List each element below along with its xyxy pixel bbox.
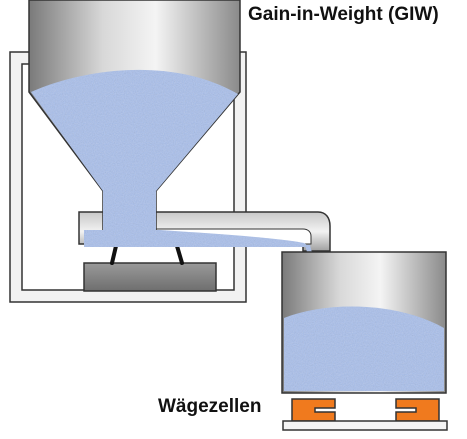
hopper-powder — [31, 69, 238, 232]
load-cell-label: Wägezellen — [158, 396, 262, 417]
base-plate — [282, 420, 448, 431]
load-cell-left — [291, 398, 336, 422]
scale-block — [83, 262, 217, 292]
container-powder — [284, 306, 444, 391]
chute-powder — [84, 230, 310, 247]
load-cell-right — [395, 398, 440, 422]
diagram-title: Gain-in-Weight (GIW) — [248, 4, 439, 25]
scale-springs — [110, 244, 184, 265]
